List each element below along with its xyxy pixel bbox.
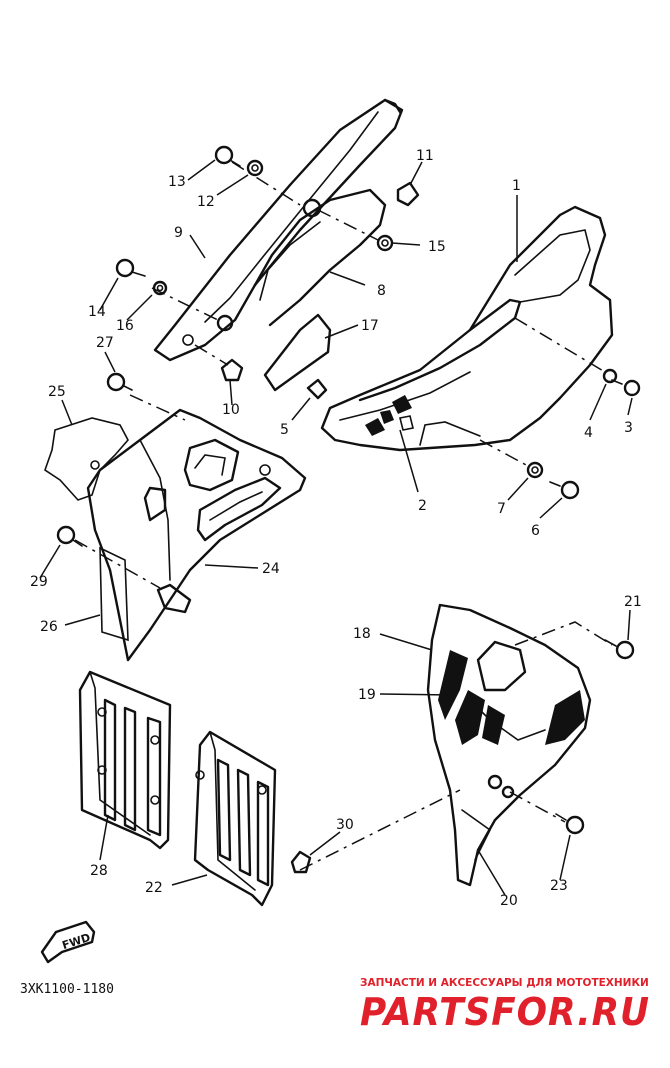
callout-15: 15 [428, 239, 446, 255]
callout-5: 5 [280, 422, 289, 438]
callout-4: 4 [584, 425, 593, 441]
part-22-radiator-guard [193, 730, 277, 907]
callout-1: 1 [512, 178, 521, 194]
fastener-bushing-plate [487, 774, 515, 799]
fastener-12-washer [246, 159, 264, 177]
fastener-7-washer [526, 461, 544, 479]
assembly-lines [74, 161, 613, 871]
fastener-5-grommet [306, 378, 328, 400]
callout-28: 28 [90, 863, 108, 879]
callout-29: 29 [30, 574, 48, 590]
part-24-shroud [86, 408, 307, 662]
fastener-14-bolt [115, 258, 146, 278]
callout-14: 14 [88, 304, 106, 320]
fastener-23-bolt [555, 813, 585, 835]
callout-3: 3 [624, 420, 633, 436]
fastener-21-bolt [604, 639, 635, 660]
callout-17: 17 [361, 318, 379, 334]
part-9-side-cover [153, 98, 404, 362]
callout-26: 26 [40, 619, 58, 635]
callout-8: 8 [377, 283, 386, 299]
fastener-10-grommet [220, 358, 244, 382]
callout-2: 2 [418, 498, 427, 514]
part-17-panel [263, 313, 332, 392]
fastener-11-grommet [396, 181, 420, 207]
fastener-27-bolt [106, 372, 133, 392]
fastener-6-bolt [549, 480, 580, 500]
callout-25: 25 [48, 384, 66, 400]
callout-27: 27 [96, 335, 114, 351]
callout-30: 30 [336, 817, 354, 833]
part-18-20-number-plate [426, 603, 592, 887]
callout-24: 24 [262, 561, 280, 577]
leader-lines [39, 159, 633, 896]
part-28-radiator-guard [78, 670, 172, 850]
diagram-code: 3XK1100-1180 [20, 982, 114, 997]
watermark: ЗАПЧАСТИ И АКСЕССУАРЫ ДЛЯ МОТОТЕХНИКИ PA… [360, 977, 650, 1034]
callout-labels: 1 2 3 4 5 6 7 8 9 10 11 12 13 14 15 16 1… [30, 148, 642, 909]
fwd-label: FWD [61, 931, 92, 952]
callout-22: 22 [145, 880, 163, 896]
callout-13: 13 [168, 174, 186, 190]
fastener-4-washer [602, 368, 618, 384]
fastener-3-bolt [611, 379, 641, 397]
callout-18: 18 [353, 626, 371, 642]
callout-19: 19 [358, 687, 376, 703]
callout-11: 11 [416, 148, 434, 164]
callout-9: 9 [174, 225, 183, 241]
fastener-16-washer [152, 280, 168, 296]
watermark-brand: PARTSFOR.RU [360, 990, 650, 1034]
part-26-panel [99, 546, 129, 642]
fastener-13-bolt [214, 145, 241, 167]
callout-16: 16 [116, 318, 134, 334]
fwd-arrow: FWD [40, 920, 96, 964]
fastener-29-bolt [56, 525, 83, 547]
part-1-side-cover [320, 205, 614, 452]
callout-23: 23 [550, 878, 568, 894]
callout-7: 7 [497, 501, 506, 517]
part-25-sticker [44, 417, 129, 501]
callout-12: 12 [197, 194, 215, 210]
fastener-30-clip [290, 850, 312, 874]
callout-10: 10 [222, 402, 240, 418]
callout-21: 21 [624, 594, 642, 610]
callout-20: 20 [500, 893, 518, 909]
watermark-tagline: ЗАПЧАСТИ И АКСЕССУАРЫ ДЛЯ МОТОТЕХНИКИ [360, 977, 649, 989]
fastener-15-washer [376, 234, 394, 252]
callout-6: 6 [531, 523, 540, 539]
